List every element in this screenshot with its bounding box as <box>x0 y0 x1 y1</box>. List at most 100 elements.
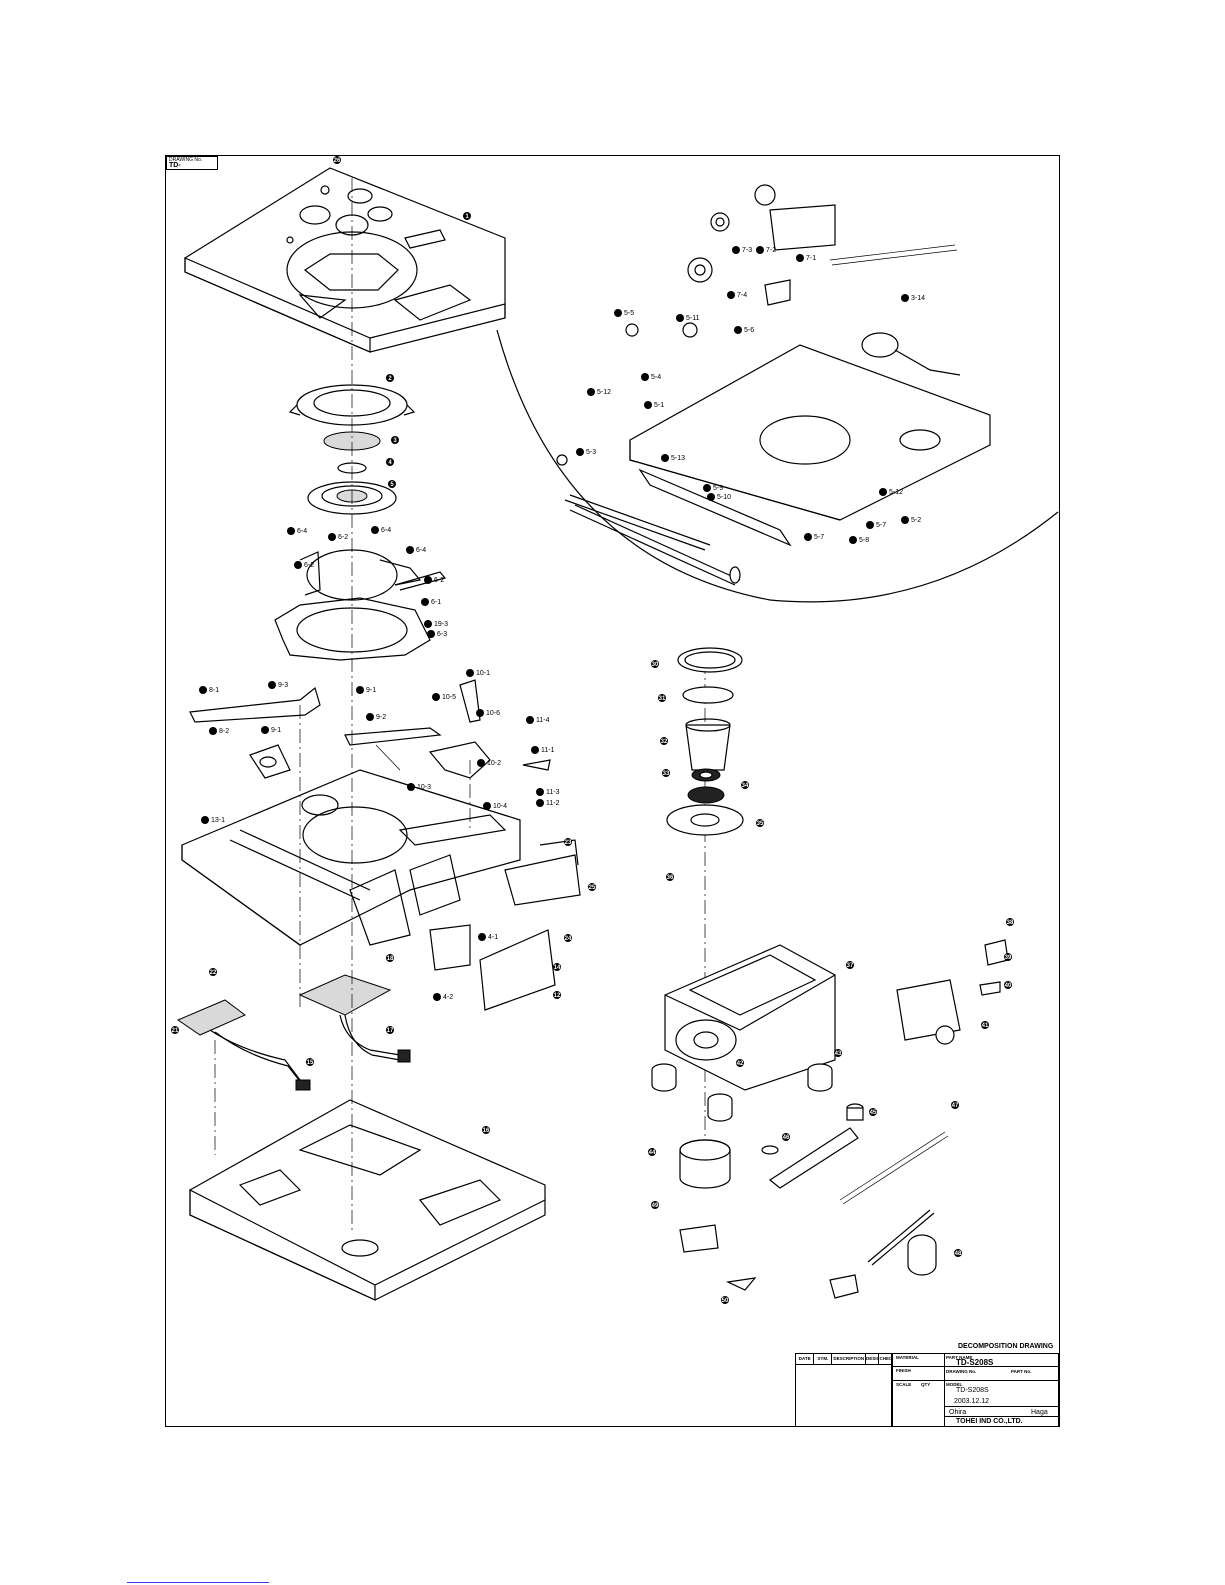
top-cover <box>184 167 506 353</box>
svg-text:19-3: 19-3 <box>434 621 448 628</box>
svg-text:40: 40 <box>1005 983 1012 989</box>
callout-6-2a: 6-2 <box>328 533 348 541</box>
svg-text:43: 43 <box>835 1051 842 1057</box>
callout-14: 14 <box>553 963 561 971</box>
svg-text:5-1: 5-1 <box>654 402 664 409</box>
svg-text:10-6: 10-6 <box>486 710 500 717</box>
svg-text:37: 37 <box>847 963 854 969</box>
callout-pu-44: 44 <box>648 1148 656 1156</box>
model-label: MODEL <box>946 1382 963 1387</box>
bottom-chassis <box>189 1099 546 1301</box>
svg-text:12: 12 <box>554 993 561 999</box>
callout-9-1b: 9-1 <box>356 686 376 694</box>
callout-9-2: 9-2 <box>366 713 386 721</box>
callout-5-1: 5-1 <box>644 401 664 409</box>
callout-6-2b: 6-2 <box>294 561 314 569</box>
callout-pu-42: 42 <box>736 1059 744 1067</box>
callout-clamper-magnet: 3 <box>391 436 399 444</box>
svg-text:36: 36 <box>667 875 674 881</box>
callout-pu-48: 48 <box>954 1249 962 1257</box>
callout-screw-top: 26 <box>333 156 341 164</box>
pickup-subassembly <box>651 647 1009 1299</box>
svg-text:6-1: 6-1 <box>431 599 441 606</box>
callout-9-1: 9-1 <box>261 726 281 734</box>
svg-text:48: 48 <box>955 1251 962 1257</box>
callout-7-4: 7-4 <box>727 291 747 299</box>
svg-text:23: 23 <box>565 840 572 846</box>
svg-text:2: 2 <box>388 376 392 382</box>
main-chassis <box>181 769 581 1011</box>
callout-10-4: 10-4 <box>483 802 507 810</box>
callout-5-6: 5-6 <box>734 326 754 334</box>
revision-header-row: DATE SYM. DESCRIPTION DESIGNER CHECKER <box>796 1354 891 1365</box>
callout-pu-34: 34 <box>741 781 749 789</box>
callout-5-10: 5-10 <box>707 493 731 501</box>
callout-5-11: 5-11 <box>676 314 700 322</box>
callouts: 26 1 2 3 4 5 6-4 6-2 6-4 6-4 6-2 6-2 6-1… <box>171 156 1014 1304</box>
callout-pu-40: 40 <box>1004 981 1012 989</box>
drawing-number-value: TD- <box>169 162 181 169</box>
part-name-value: TD-S208S <box>956 1358 994 1367</box>
revision-table: DATE SYM. DESCRIPTION DESIGNER CHECKER <box>796 1354 892 1426</box>
svg-text:5-11: 5-11 <box>686 315 700 322</box>
svg-text:32: 32 <box>661 739 668 745</box>
callout-6-4b: 6-4 <box>371 526 391 534</box>
svg-text:9-2: 9-2 <box>376 714 386 721</box>
svg-text:18: 18 <box>387 956 394 962</box>
callout-11-4: 11-4 <box>526 716 550 724</box>
svg-text:14: 14 <box>554 965 561 971</box>
title-block-divider <box>892 1354 893 1426</box>
svg-text:4: 4 <box>388 460 392 466</box>
qty-label: QTY <box>921 1382 931 1387</box>
callout-7-3: 7-3 <box>732 246 752 254</box>
svg-text:50: 50 <box>722 1298 729 1304</box>
svg-text:7-1: 7-1 <box>806 255 816 262</box>
svg-text:6-4: 6-4 <box>297 528 307 535</box>
callout-pu-37: 37 <box>846 961 854 969</box>
title-block-rule-4 <box>944 1416 1058 1417</box>
callout-5-4: 5-4 <box>641 373 661 381</box>
callout-bottom-chassis: 16 <box>482 1126 490 1134</box>
callout-pu-36: 36 <box>666 873 674 881</box>
svg-text:5-12: 5-12 <box>889 489 903 496</box>
callout-turntable: 5 <box>388 480 396 488</box>
svg-text:11-3: 11-3 <box>546 789 560 796</box>
svg-text:4-1: 4-1 <box>488 934 498 941</box>
svg-text:11-1: 11-1 <box>541 747 555 754</box>
callout-6-3: 6-3 <box>427 630 447 638</box>
drawing-number-tag: DRAWING No. TD- <box>166 156 218 170</box>
svg-text:16: 16 <box>483 1128 490 1134</box>
svg-text:5-12: 5-12 <box>597 389 611 396</box>
part-no-label: PART No. <box>1011 1369 1032 1374</box>
callout-clamper-yoke: 4 <box>386 458 394 466</box>
callout-10-6: 10-6 <box>476 709 500 717</box>
callout-5-9: 5-9 <box>703 484 723 492</box>
drawing-heading: DECOMPOSITION DRAWING <box>958 1343 1054 1350</box>
callout-17: 17 <box>386 1026 394 1034</box>
callout-24: 24 <box>564 934 572 942</box>
pcb-harness <box>176 974 411 1091</box>
svg-text:42: 42 <box>737 1061 744 1067</box>
callout-22: 22 <box>209 968 217 976</box>
svg-text:10-5: 10-5 <box>442 694 456 701</box>
callout-11-2: 11-2 <box>536 799 560 807</box>
svg-text:30: 30 <box>652 662 659 668</box>
title-block-divider-2 <box>944 1354 945 1426</box>
svg-text:9-1: 9-1 <box>271 727 281 734</box>
callout-6-2c: 6-2 <box>424 576 444 584</box>
svg-text:5-10: 5-10 <box>717 494 731 501</box>
svg-text:10-3: 10-3 <box>417 784 431 791</box>
svg-text:5-6: 5-6 <box>744 327 754 334</box>
rev-col-sym: SYM. <box>814 1354 833 1364</box>
finish-label: FINISH <box>896 1368 911 1373</box>
svg-text:5-3: 5-3 <box>586 449 596 456</box>
callout-9-3: 9-3 <box>268 681 288 689</box>
rev-col-description: DESCRIPTION <box>832 1354 867 1364</box>
callout-pu-30: 30 <box>651 660 659 668</box>
title-block: DATE SYM. DESCRIPTION DESIGNER CHECKER M… <box>795 1353 1059 1427</box>
svg-text:13-1: 13-1 <box>211 817 225 824</box>
callout-10-5: 10-5 <box>432 693 456 701</box>
callout-5-7: 5-7 <box>804 533 824 541</box>
callout-6-4c: 6-4 <box>406 546 426 554</box>
